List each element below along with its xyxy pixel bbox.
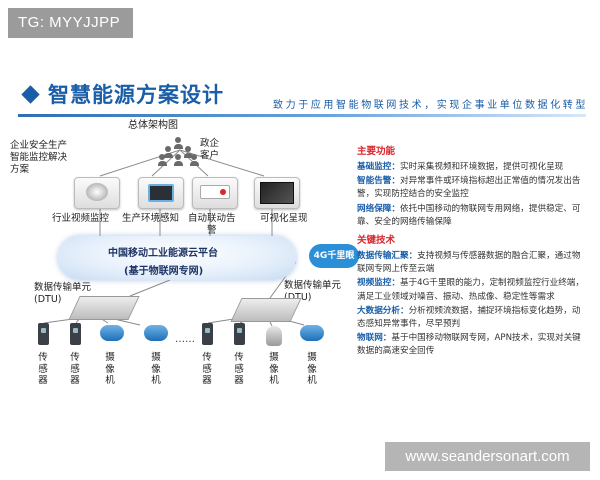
page-header: 智慧能源方案设计 致力于应用智能物联网技术，实现企事业单位数据化转型 <box>18 78 588 114</box>
functions-heading: 主要功能 <box>357 146 396 157</box>
enterprise-label: 企业安全生产 智能监控解决 方案 <box>10 140 68 175</box>
endpoint-label: 传感器 <box>234 352 244 386</box>
endpoint-label: 摄像机 <box>269 352 279 386</box>
endpoint-label: 传感器 <box>202 352 212 386</box>
endpoint-label: 摄像机 <box>307 352 317 386</box>
gov-client-label: 政企 客户 <box>200 138 220 161</box>
camera-icon <box>100 325 124 341</box>
dtu-left-device-icon <box>68 296 140 320</box>
dtu-left-label: 数据传输单元 (DTU) <box>34 282 92 305</box>
slogan: 致力于应用智能物联网技术，实现企事业单位数据化转型 <box>273 100 588 111</box>
page-title: 智慧能源方案设计 <box>48 83 224 107</box>
sensor-icon <box>234 323 245 345</box>
feature-panel: 主要功能 基础监控：实时采集视频和环境数据，提供可视化呈现 智能告警：对异常事件… <box>357 146 585 360</box>
tech-item: 大数据分析：分析视频流数据，捕捉环境指标变化趋势，动态感知异常事件，尽早预判 <box>357 305 581 330</box>
camera-icon <box>300 325 324 341</box>
cloud-platform-name: 中国移动工业能源云平台 <box>108 248 218 259</box>
endpoint-label: 传感器 <box>38 352 48 386</box>
alarm-device-icon <box>192 177 238 209</box>
architecture-title: 总体架构图 <box>128 120 178 131</box>
device-label-video: 行业视频监控 <box>52 213 110 224</box>
endpoint-label: 传感器 <box>70 352 80 386</box>
device-label-visual: 可视化呈现 <box>260 213 308 224</box>
watermark: www.seandersonart.com <box>385 442 590 471</box>
dtu-right-device-icon <box>230 298 302 322</box>
tech-item: 数据传输汇聚：支持视频与传感器数据的融合汇聚，通过物联网专网上传至云端 <box>357 251 581 275</box>
tech-heading: 关键技术 <box>357 235 396 247</box>
function-item: 网络保障：依托中国移动的物联网专用网络，提供稳定、可靠、安全的网络传输保障 <box>357 203 581 227</box>
telegram-tag: TG: MYYJJPP <box>8 8 133 38</box>
visualization-screen-icon <box>254 177 300 209</box>
sensor-icon <box>70 323 81 345</box>
4g-badge: 4G千里眼 <box>309 244 359 268</box>
function-item: 智能告警：对异常事件或环境指标超出正常值的情况发出告警，实现防控结合的安全监控 <box>357 176 581 200</box>
device-label-environment: 生产环境感知 <box>122 213 180 224</box>
endpoint-label: 摄像机 <box>151 352 161 386</box>
dome-camera-icon <box>266 326 282 346</box>
video-camera-device-icon <box>74 177 120 209</box>
dtu-right-label: 数据传输单元 (DTU) <box>284 280 342 303</box>
sensor-icon <box>202 323 213 345</box>
title-divider <box>18 114 586 117</box>
ellipsis: …… <box>175 334 195 345</box>
device-label-alarm: 自动联动告 警 <box>188 213 236 236</box>
tech-item: 物联网：基于中国移动物联网专网，APN技术，实现对关键数据的高速安全回传 <box>357 333 581 357</box>
camera-icon <box>144 325 168 341</box>
cloud-platform-note: (基于物联网专网) <box>124 266 204 277</box>
tech-item: 视频监控：基于4G千里眼的能力，定制视频监控行业终端，满足工业领域对噪音、振动、… <box>357 278 584 302</box>
users-icon <box>158 137 200 166</box>
environment-sensor-device-icon <box>138 177 184 209</box>
function-item: 基础监控：实时采集视频和环境数据，提供可视化呈现 <box>357 162 564 172</box>
cloud-platform <box>58 236 296 280</box>
endpoint-label: 摄像机 <box>105 352 115 386</box>
sensor-icon <box>38 323 49 345</box>
